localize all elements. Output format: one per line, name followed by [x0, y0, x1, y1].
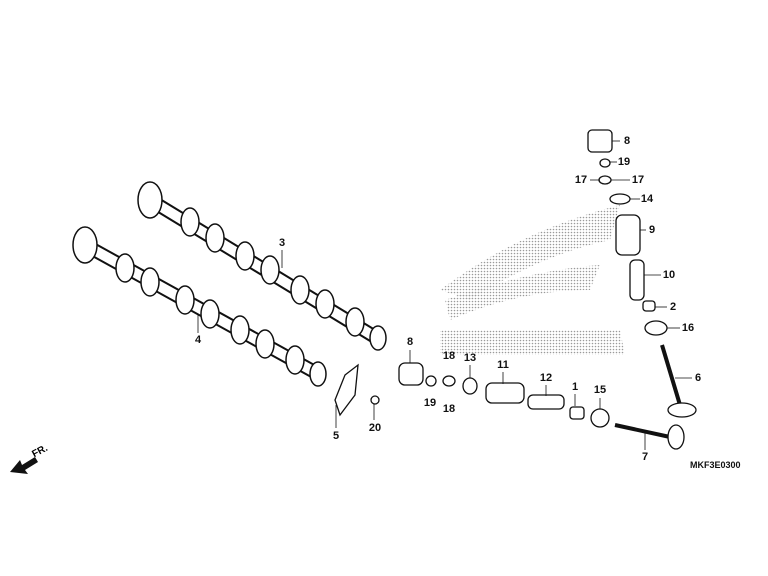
callout-1: 1	[571, 381, 579, 393]
callout-12: 12	[539, 372, 553, 384]
callout-9: 9	[648, 224, 656, 236]
callout-2: 2	[669, 301, 677, 313]
callout-20: 20	[368, 422, 382, 434]
valve-parts	[334, 129, 697, 450]
leader-lines	[197, 140, 692, 450]
callout-5: 5	[332, 430, 340, 442]
callout-19: 19	[617, 156, 631, 168]
callout-8: 8	[406, 336, 414, 348]
callout-4: 4	[194, 334, 202, 346]
camshaft-4	[72, 226, 327, 387]
diagram-code: MKF3E0300	[690, 460, 741, 470]
callout-8: 8	[623, 135, 631, 147]
fr-arrow	[10, 457, 38, 474]
callout-19: 19	[423, 397, 437, 409]
callout-15: 15	[593, 384, 607, 396]
callout-10: 10	[662, 269, 676, 281]
callout-17: 17	[631, 174, 645, 186]
callout-18: 18	[442, 403, 456, 415]
callout-17: 17	[574, 174, 588, 186]
camshaft-3	[137, 181, 387, 351]
callout-7: 7	[641, 451, 649, 463]
callout-3: 3	[278, 237, 286, 249]
callout-14: 14	[640, 193, 654, 205]
callout-16: 16	[681, 322, 695, 334]
callout-13: 13	[463, 352, 477, 364]
callout-6: 6	[694, 372, 702, 384]
callout-18: 18	[442, 350, 456, 362]
callout-11: 11	[497, 359, 509, 371]
honda-wing-logo	[440, 205, 625, 355]
